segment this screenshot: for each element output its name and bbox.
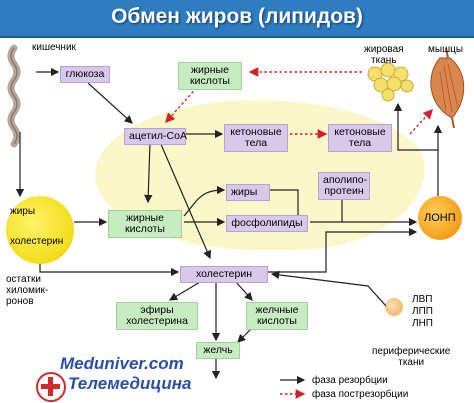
chylomicron-circle	[6, 196, 74, 264]
box-apoprotein: аполипо- протеин	[318, 172, 370, 200]
label-vldl: ЛОНП	[424, 212, 456, 224]
arrow-acetyl-cholesterol	[159, 141, 212, 260]
label-fats-circle: жиры	[10, 206, 36, 217]
adipose-tissue-icon	[367, 62, 414, 102]
label-adipose: жировая ткань	[364, 44, 404, 66]
dotted-fattyacids-acetyl	[165, 83, 201, 124]
watermark-line-1: Meduniver.com	[60, 354, 184, 373]
arrow-fats-lonp	[270, 189, 299, 222]
label-intestine: кишечник	[32, 42, 76, 53]
dotted-ketone-muscle	[409, 108, 433, 135]
box-ketone-1: кетоновые тела	[224, 124, 288, 152]
arrow-fattyacids-fats	[183, 185, 226, 217]
watermark-line-2: Телемедицина	[68, 374, 192, 393]
legend-postabsorption-label: фаза пострезорбции	[312, 389, 409, 400]
intestine-icon-shade	[10, 47, 18, 145]
peripheral-circle	[385, 298, 403, 316]
box-esters: эфиры холестерина	[116, 302, 198, 330]
arrow-cholesterol-esters	[168, 281, 201, 301]
box-bile-acids: желчные кислоты	[246, 302, 308, 330]
label-hdl: ЛВП	[412, 294, 433, 305]
title-bar: Обмен жиров (липидов)	[0, 0, 474, 38]
box-phospholipids: фосфолипиды	[226, 215, 308, 232]
box-acetyl-coa: ацетил-CoA	[124, 128, 187, 145]
label-peripheral: периферические ткани	[372, 346, 451, 368]
arrow-cholesterol-lonp	[268, 227, 418, 273]
arrow-circle-cholesterol	[39, 264, 180, 277]
box-cholesterol: холестерин	[180, 266, 268, 283]
box-glucose: глюкоза	[60, 66, 110, 83]
box-fatty-acids-top: жирные кислоты	[178, 62, 242, 90]
vldl-circle	[418, 196, 462, 240]
arrow-acetyl-fattyacids	[144, 141, 153, 204]
box-fats-right: жиры	[226, 184, 270, 201]
page-title: Обмен жиров (липидов)	[111, 5, 363, 28]
arrow-peripheral-cholesterol	[270, 270, 387, 307]
label-cholesterol-circle: холестерин	[10, 236, 64, 247]
label-muscles: мышцы	[428, 44, 463, 55]
box-bile: желчь	[196, 342, 240, 359]
box-fatty-acids-mid: жирные кислоты	[108, 210, 182, 238]
label-ldl2: ЛНП	[412, 318, 433, 329]
watermark-logo-icon	[36, 372, 66, 402]
label-ldl: ЛПП	[412, 306, 433, 317]
legend-absorption-label: фаза резорбции	[312, 375, 388, 386]
muscle-icon	[430, 47, 465, 129]
arrow-cholesterol-bileacids	[235, 281, 253, 301]
label-remnants: остатки хиломик- ронов	[6, 274, 49, 307]
box-ketone-2: кетоновые тела	[328, 124, 392, 152]
arrow-glucose-acetyl	[87, 82, 133, 124]
arrow-lonp-adipose	[393, 102, 438, 151]
